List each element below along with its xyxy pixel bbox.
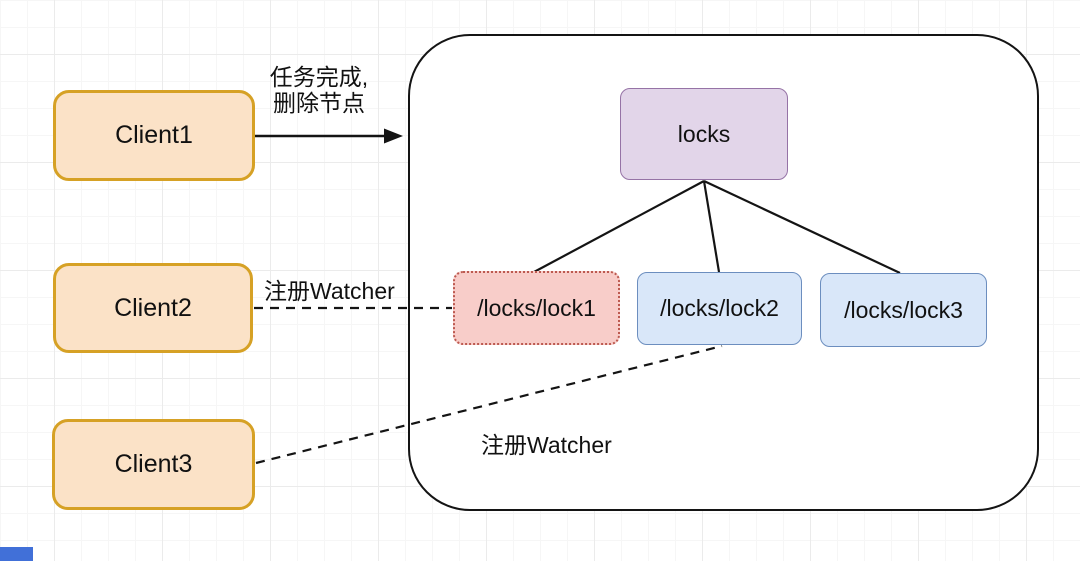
lock1-label: /locks/lock1 [477, 294, 596, 321]
scrollbar-thumb[interactable] [0, 547, 33, 561]
task-complete-label-line1: 任务完成, [269, 64, 369, 90]
locks-root-label: locks [677, 120, 731, 147]
client1-label: Client1 [115, 121, 193, 149]
delete-node-arrowhead-icon [384, 128, 403, 144]
task-complete-label-line2: 删除节点 [273, 90, 365, 116]
locks-root-node: locks [620, 88, 788, 180]
lock3-label: /locks/lock3 [844, 296, 963, 323]
lock2-node: /locks/lock2 [637, 272, 802, 345]
register-watcher-label-client3: 注册Watcher [481, 432, 612, 458]
register-watcher-label-client2: 注册Watcher [264, 278, 395, 304]
lock2-label: /locks/lock2 [660, 295, 779, 321]
client2-box: Client2 [53, 263, 253, 353]
lock3-node: /locks/lock3 [820, 273, 987, 347]
client3-box: Client3 [52, 419, 255, 510]
lock1-node: /locks/lock1 [453, 271, 620, 345]
client1-box: Client1 [53, 90, 255, 181]
task-complete-label: 任务完成, 删除节点 [240, 64, 398, 116]
client2-label: Client2 [114, 293, 192, 322]
client3-label: Client3 [114, 450, 193, 478]
